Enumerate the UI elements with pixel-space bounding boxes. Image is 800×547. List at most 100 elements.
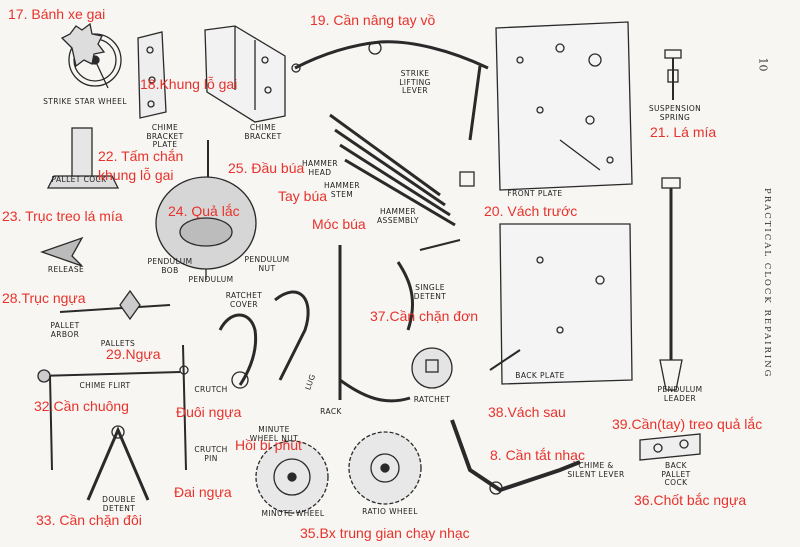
- caption-line: SILENT LEVER: [567, 469, 625, 479]
- caption-line: CHIME: [249, 123, 277, 132]
- caption-pendulum-leader: PENDULUM LEADER: [650, 385, 710, 403]
- caption-ratio-wheel: RATIO WHEEL: [362, 507, 418, 516]
- caption-line: PLATE: [152, 140, 178, 149]
- pallet-cock-drawing: [46, 127, 120, 189]
- caption-line: NUT: [258, 263, 276, 273]
- label-hoi-bi-phut: Hồi bi phút: [235, 437, 302, 453]
- label-duoi-ngua: Đuôi ngựa: [176, 404, 242, 420]
- hammer-assembly-drawing: [329, 113, 475, 227]
- caption-line: MINUTE: [258, 425, 290, 434]
- crutch-drawing: [179, 344, 189, 471]
- rack-drawing: [338, 245, 411, 403]
- caption-line: HAMMER: [379, 207, 417, 216]
- front-plate-drawing: [495, 21, 633, 191]
- caption-back-plate: BACK PLATE: [515, 371, 565, 380]
- caption-line: DETENT: [102, 503, 136, 513]
- caption-line: STEM: [330, 189, 354, 199]
- caption-rack: RACK: [320, 407, 342, 416]
- ratchet-cover-drawing: [218, 290, 310, 389]
- side-title: PRACTICAL CLOCK REPAIRING: [762, 188, 772, 379]
- caption-chime-silent-lever: CHIME & SILENT LEVER: [556, 461, 636, 479]
- caption-crutch-pin: CRUTCH PIN: [186, 445, 236, 463]
- caption-line: HAMMER: [301, 159, 339, 168]
- strike-star-wheel-drawing: [60, 22, 122, 89]
- caption-line: CRUTCH: [194, 445, 228, 454]
- caption-line: LEVER: [402, 86, 428, 95]
- label-18: 18.Khung lỗ gai: [140, 76, 238, 92]
- label-22-line2: khung lỗ gai: [98, 167, 174, 183]
- caption-hammer-stem: HAMMER STEM: [322, 181, 362, 199]
- caption-line: HEAD: [308, 167, 332, 177]
- pendulum-leader-drawing: [659, 177, 683, 391]
- caption-line: RATCHET: [225, 291, 263, 300]
- caption-pallets: PALLETS: [100, 339, 136, 348]
- caption-hammer-assembly: HAMMER ASSEMBLY: [368, 207, 428, 225]
- page-number: 10: [756, 57, 770, 72]
- caption-strike-lifting-lever: STRIKE LIFTING LEVER: [390, 69, 440, 96]
- label-35: 35.Bx trung gian chạy nhạc: [300, 525, 470, 541]
- caption-pendulum-bob: PENDULUM BOB: [140, 257, 200, 275]
- caption-line: CHIME &: [578, 461, 614, 470]
- caption-strike-star-wheel: STRIKE STAR WHEEL: [43, 97, 127, 106]
- caption-line: PALLET: [661, 469, 691, 479]
- label-moc-bua: Móc búa: [312, 216, 366, 232]
- ratchet-drawing: [411, 347, 453, 389]
- suspension-spring-drawing: [664, 49, 682, 100]
- chime-flirt-drawing: [37, 369, 181, 471]
- caption-line: PIN: [204, 453, 218, 463]
- caption-hammer-head: HAMMER HEAD: [300, 159, 340, 177]
- caption-minute-wheel-nut: MINUTE WHEEL NUT: [244, 425, 304, 443]
- caption-line: ARBOR: [50, 329, 80, 339]
- caption-line: WHEEL NUT: [249, 433, 299, 443]
- caption-pallet-arbor: PALLET ARBOR: [40, 321, 90, 339]
- chime-bracket-plate-drawing: [137, 31, 167, 119]
- caption-line: LEADER: [663, 393, 697, 403]
- caption-line: SPRING: [659, 112, 691, 122]
- pendulum-bob-drawing: [155, 140, 257, 280]
- caption-line: PENDULUM: [244, 255, 290, 264]
- label-39: 39.Cần(tay) treo quả lắc: [612, 416, 763, 432]
- double-detent-drawing: [86, 425, 150, 501]
- back-pallet-cock-drawing: [639, 433, 701, 461]
- caption-line: BRACKET: [146, 131, 184, 141]
- label-22-line1: 22. Tấm chắn: [98, 148, 184, 164]
- caption-minute-wheel: MINUTE WHEEL: [261, 509, 325, 518]
- label-37: 37.Cần chặn đơn: [370, 308, 479, 324]
- caption-line: COCK: [664, 478, 688, 487]
- release-drawing: [40, 236, 84, 267]
- label-24: 24. Quả lắc: [168, 203, 240, 219]
- minute-wheel-drawing: [255, 440, 329, 514]
- ratio-wheel-drawing: [348, 431, 422, 505]
- label-8: 8. Cần tắt nhạc: [490, 447, 585, 463]
- single-detent-drawing: [396, 239, 461, 331]
- label-28: 28.Trục ngựa: [2, 290, 86, 306]
- caption-line: SUSPENSION: [648, 104, 702, 113]
- label-20: 20. Vách trước: [484, 203, 578, 219]
- caption-line: LIFTING: [399, 77, 431, 87]
- label-38: 38.Vách sau: [488, 404, 566, 420]
- caption-release: RELEASE: [47, 265, 85, 274]
- caption-line: PENDULUM: [657, 385, 703, 394]
- caption-pallet-cock: PALLET COCK: [51, 175, 107, 184]
- label-19: 19. Cần nâng tay vồ: [310, 12, 436, 28]
- caption-line: DOUBLE: [102, 495, 136, 504]
- label-29: 29.Ngựa: [106, 346, 161, 362]
- label-33: 33. Cần chặn đôi: [36, 512, 142, 528]
- caption-chime-bracket-plate: CHIME BRACKET PLATE: [140, 123, 190, 150]
- caption-line: COVER: [229, 299, 259, 309]
- label-tay-bua: Tay búa: [278, 188, 328, 204]
- label-dai-ngua: Đai ngựa: [174, 484, 232, 500]
- caption-ratchet-cover: RATCHET COVER: [214, 291, 274, 309]
- caption-front-plate: FRONT PLATE: [507, 189, 563, 198]
- caption-line: DETENT: [413, 291, 447, 301]
- caption-line: PALLET: [50, 321, 80, 330]
- label-32: 32.Cần chuông: [34, 398, 129, 414]
- chime-silent-lever-drawing: [450, 419, 581, 495]
- caption-suspension-spring: SUSPENSION SPRING: [640, 104, 710, 122]
- caption-line: SINGLE: [415, 283, 445, 292]
- strike-lifting-lever-drawing: [291, 40, 489, 141]
- caption-chime-bracket: CHIME BRACKET: [238, 123, 288, 141]
- caption-double-detent: DOUBLE DETENT: [94, 495, 144, 513]
